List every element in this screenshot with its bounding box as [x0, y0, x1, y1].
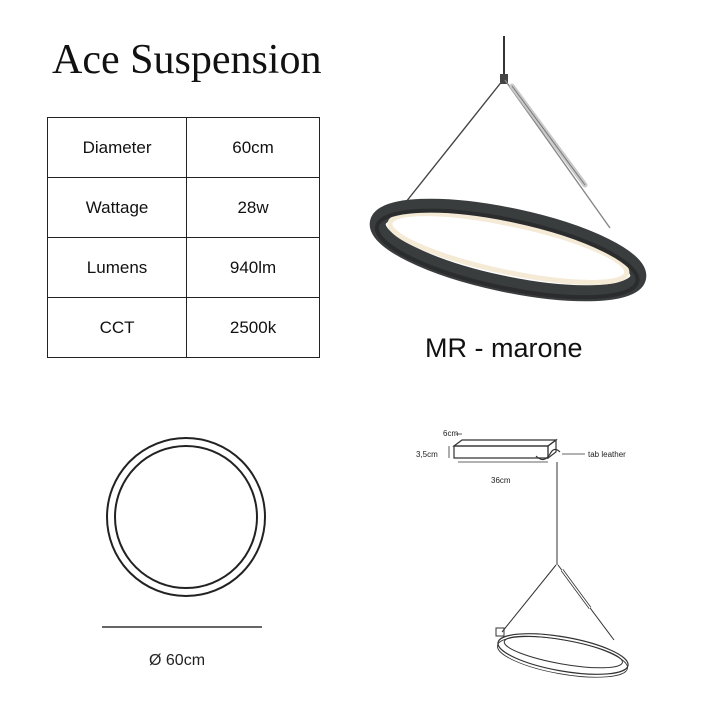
cable-joint [500, 74, 508, 84]
spec-row-lumens: Lumens 940lm [46, 237, 320, 298]
spec-value: 60cm [186, 117, 320, 178]
drawing-left-wire [501, 564, 557, 633]
right-wire [504, 79, 611, 229]
profile-bar [453, 445, 549, 459]
finish-label: MR - marone [425, 333, 583, 363]
profile-bar-end [547, 438, 557, 460]
spec-label: Wattage [46, 177, 188, 238]
ring-shadow [374, 208, 640, 300]
left-wire [389, 79, 504, 223]
drawing-leather-tab-fill [561, 569, 591, 609]
spec-row-diameter: Diameter 60cm [46, 117, 320, 178]
tab-leather-label: tab leather [588, 450, 626, 459]
spec-table: Diameter 60cm Wattage 28w Lumens 940lm C… [46, 117, 320, 358]
ring-body [369, 198, 647, 302]
spec-row-wattage: Wattage 28w [46, 177, 320, 238]
spec-value: 2500k [186, 297, 320, 358]
drawing-ring-clip [495, 627, 505, 637]
height-label: 3,5cm [416, 450, 438, 459]
ring-glow [387, 211, 630, 285]
drawing-ring-outer [497, 633, 629, 675]
spec-label: CCT [46, 297, 188, 358]
drawing-leather-tab [560, 569, 592, 609]
drawing-ring-bottom [497, 636, 628, 678]
length-label: 36cm [491, 476, 511, 485]
diameter-label: Ø 60cm [149, 652, 205, 669]
drawing-ring-inner [503, 635, 623, 669]
drawing-right-wire [557, 564, 615, 641]
spec-label: Diameter [46, 117, 188, 178]
leather-tab [509, 83, 588, 188]
tab-curl [535, 448, 561, 461]
leather-tab-edge [511, 85, 586, 186]
spec-value: 28w [186, 177, 320, 238]
product-title: Ace Suspension [52, 37, 322, 83]
width-label: 6cm [443, 429, 458, 438]
spec-label: Lumens [46, 237, 188, 298]
top-view-outer-ring [106, 437, 266, 597]
profile-bar-top [452, 439, 558, 447]
spec-row-cct: CCT 2500k [46, 297, 320, 358]
top-view-inner-ring [114, 445, 258, 589]
spec-value: 940lm [186, 237, 320, 298]
